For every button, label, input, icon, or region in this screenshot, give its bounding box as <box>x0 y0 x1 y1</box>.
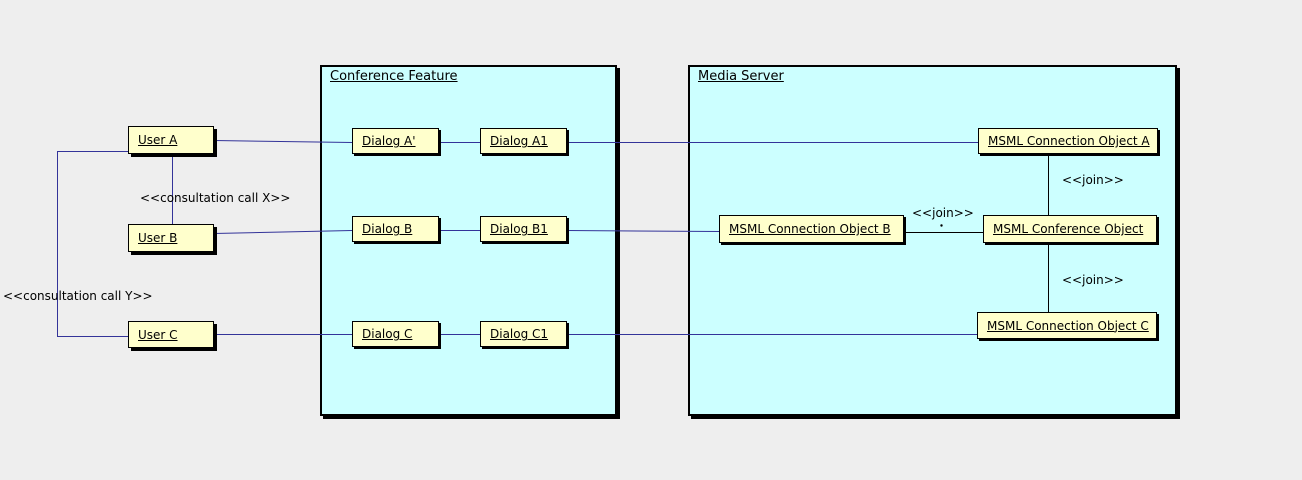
link-user-a-dialog-a-prime <box>213 140 353 143</box>
label-join-b: <<join>> <box>912 206 974 220</box>
node-user-c: User C <box>128 321 214 348</box>
link-user-b-dialog-b <box>213 230 353 234</box>
label-consultation-call-y: <<consultation call Y>> <box>3 289 153 303</box>
join-label-anchor-dot <box>940 224 943 227</box>
node-dialog-c1: Dialog C1 <box>480 321 567 347</box>
node-dialog-a1: Dialog A1 <box>480 128 567 154</box>
label-join-a: <<join>> <box>1062 173 1124 187</box>
node-msml-connection-object-b: MSML Connection Object B <box>719 215 904 243</box>
container-title-conference-feature: Conference Feature <box>330 69 458 84</box>
node-dialog-a-prime: Dialog A' <box>352 128 439 154</box>
node-msml-connection-object-a: MSML Connection Object A <box>978 128 1158 154</box>
node-dialog-b: Dialog B <box>352 216 439 242</box>
label-consultation-call-x: <<consultation call X>> <box>140 191 291 205</box>
container-title-media-server: Media Server <box>698 69 784 84</box>
link-dialog-b1-msml-connection-b <box>566 230 720 232</box>
link-consultation-call-y <box>57 151 128 337</box>
node-user-b: User B <box>128 224 214 252</box>
node-dialog-c: Dialog C <box>352 321 439 347</box>
label-join-c: <<join>> <box>1062 273 1124 287</box>
node-dialog-b1: Dialog B1 <box>480 216 567 242</box>
node-msml-conference-object: MSML Conference Object <box>983 215 1157 243</box>
node-msml-connection-object-c: MSML Connection Object C <box>977 312 1157 339</box>
node-user-a: User A <box>128 126 214 154</box>
